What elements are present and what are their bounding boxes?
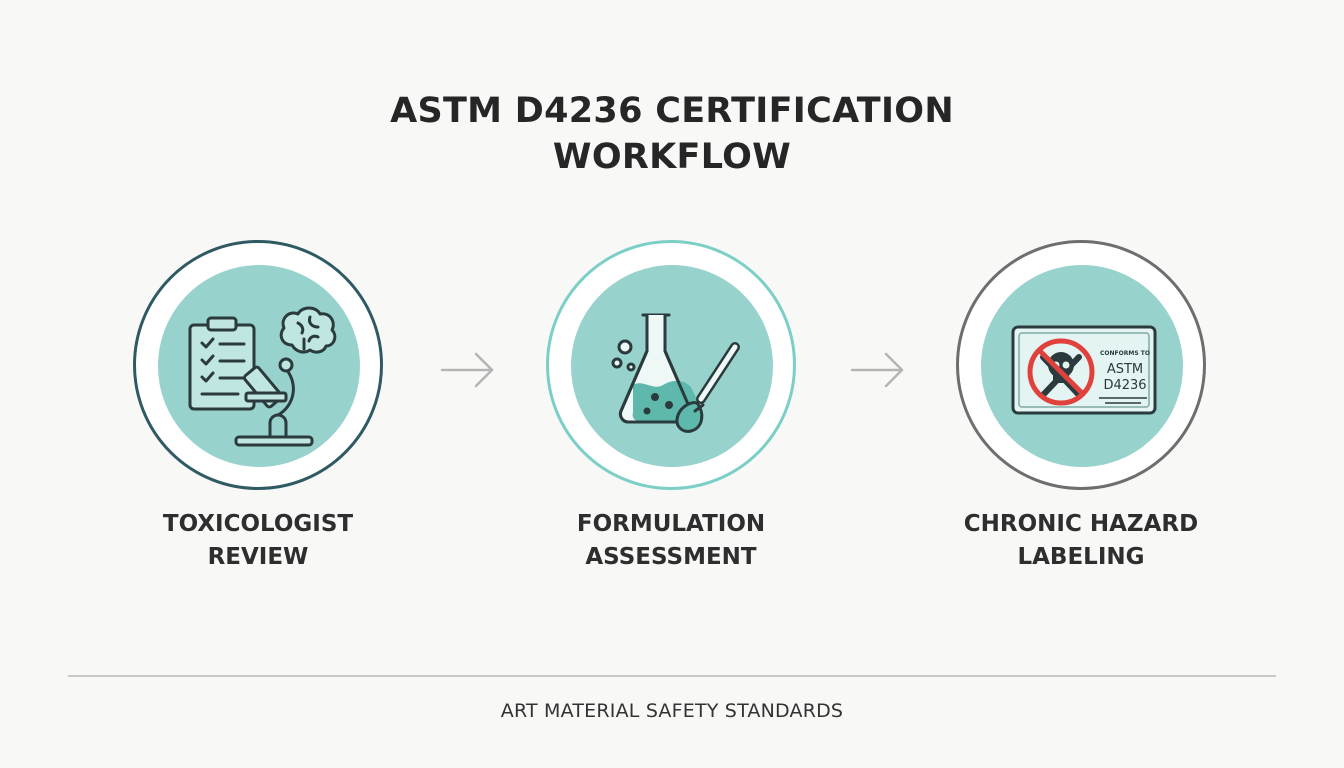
step-ring: CONFORMS TO ASTM D4236 [956, 240, 1206, 490]
hazard-label-icon: CONFORMS TO ASTM D4236 [1011, 325, 1157, 415]
step-label-line-2: LABELING [1017, 544, 1145, 570]
step-disc [571, 265, 773, 467]
step-ring [133, 240, 383, 490]
clipboard-microscope-brain-icon [188, 306, 337, 447]
step-label-line-2: REVIEW [207, 544, 309, 570]
step-ring [546, 240, 796, 490]
step-label-line-1: CHRONIC HAZARD [963, 511, 1199, 537]
badge-line-1: ASTM [1107, 362, 1143, 377]
step-label: CHRONIC HAZARD LABELING [931, 508, 1231, 574]
badge-small-text: CONFORMS TO [1100, 350, 1150, 357]
arrow-right-icon [850, 352, 904, 388]
step-label-line-2: ASSESSMENT [585, 544, 757, 570]
arrow-right-icon [440, 352, 494, 388]
flask-brush-icon [611, 313, 740, 433]
step-label-line-1: TOXICOLOGIST [162, 511, 354, 537]
step-label: TOXICOLOGIST REVIEW [108, 508, 408, 574]
title-line-2: WORKFLOW [552, 137, 792, 177]
step-label-line-1: FORMULATION [576, 511, 766, 537]
step-disc [158, 265, 360, 467]
divider [68, 675, 1276, 677]
title-line-1: ASTM D4236 CERTIFICATION [390, 91, 954, 131]
prohibition-icon [1027, 338, 1095, 406]
badge-line-2: D4236 [1103, 378, 1146, 393]
step-label: FORMULATION ASSESSMENT [521, 508, 821, 574]
step-disc: CONFORMS TO ASTM D4236 [981, 265, 1183, 467]
page-title: ASTM D4236 CERTIFICATION WORKFLOW [0, 88, 1344, 180]
footer-caption: ART MATERIAL SAFETY STANDARDS [500, 700, 844, 722]
